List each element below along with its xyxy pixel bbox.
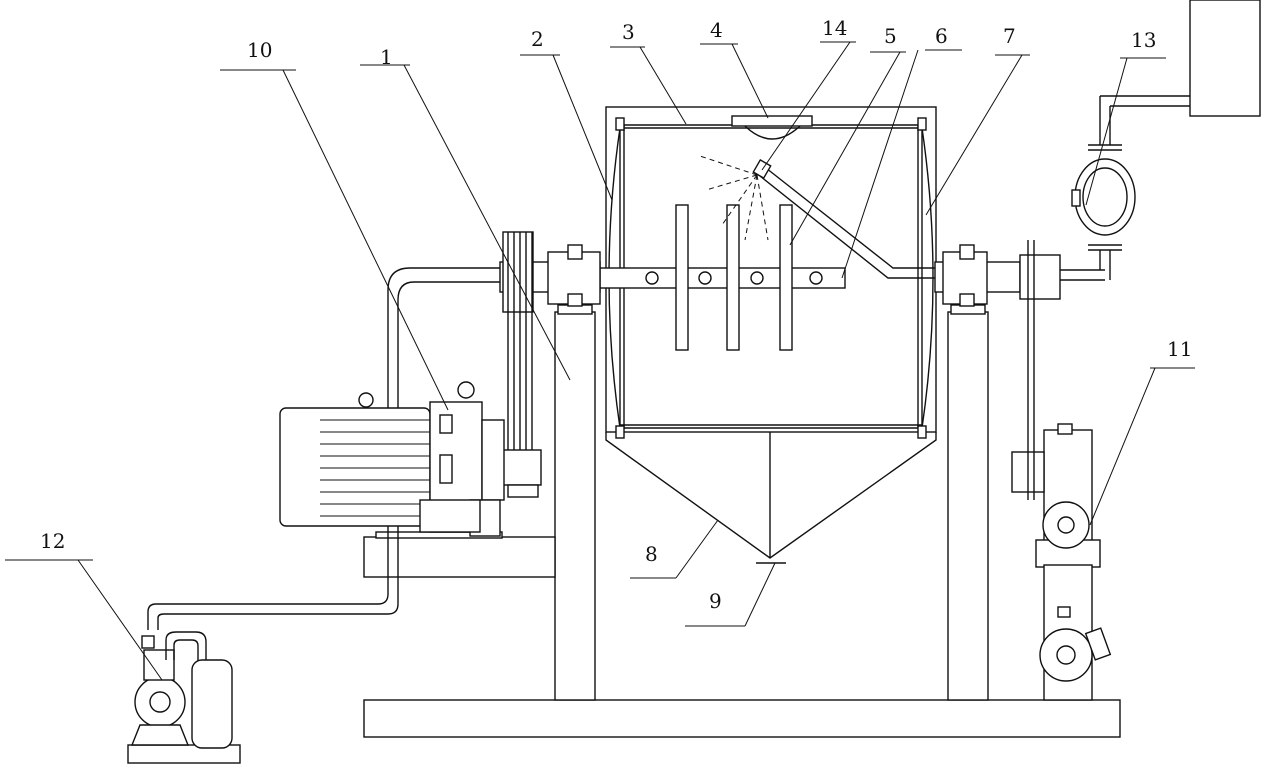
left-support-column [554, 304, 596, 701]
label-9: 9 [709, 589, 722, 613]
leader-lines [5, 41, 1195, 681]
main-base [363, 699, 1121, 738]
label-13: 13 [1131, 28, 1156, 52]
label-11: 11 [1167, 337, 1192, 361]
right-bearing [942, 244, 988, 307]
label-3: 3 [622, 20, 635, 44]
stirring-paddles [675, 204, 793, 351]
discharge-cone [605, 432, 937, 564]
left-bearing [547, 244, 601, 307]
vacuum-pump [130, 631, 233, 749]
label-5: 5 [884, 24, 897, 48]
label-2: 2 [531, 27, 544, 51]
label-12: 12 [40, 529, 65, 553]
label-1: 1 [380, 45, 393, 69]
label-6: 6 [935, 24, 948, 48]
belt-drive [502, 231, 542, 498]
spray-pipe [759, 167, 935, 279]
drive-motor [279, 381, 505, 537]
collection-tank [1189, 0, 1261, 117]
motor-platform [363, 531, 556, 578]
label-14: 14 [822, 16, 847, 40]
label-4: 4 [710, 18, 723, 42]
outlet-valve [1071, 95, 1190, 280]
vacuum-pipe [147, 267, 500, 630]
label-7: 7 [1003, 24, 1016, 48]
sight-window [731, 115, 813, 140]
label-8: 8 [645, 542, 658, 566]
label-10: 10 [247, 38, 272, 62]
reducer-motor [1011, 240, 1112, 701]
right-support-column [947, 304, 989, 701]
